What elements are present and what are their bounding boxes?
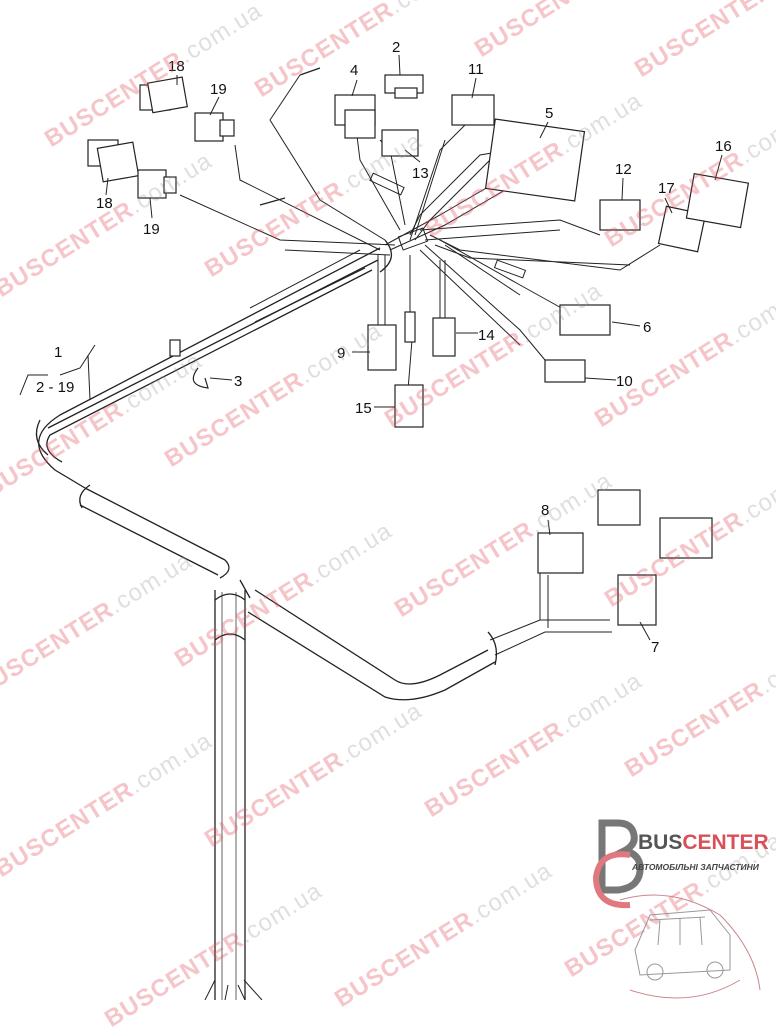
harness-diagram: 1 2 - 19 2 3 4 5 6 7 8 9 10 11 12 13 14 … bbox=[19, 39, 750, 1000]
callout-15: 15 bbox=[355, 400, 372, 417]
logo-b-mark-icon bbox=[592, 819, 644, 909]
logo-title: BUSCENTER bbox=[638, 831, 769, 854]
harness-main bbox=[35, 239, 612, 1000]
callout-17: 17 bbox=[658, 180, 675, 197]
harness-branches bbox=[179, 74, 661, 391]
callout-12: 12 bbox=[615, 161, 632, 178]
minibus-illustration-icon bbox=[619, 894, 761, 999]
callout-10: 10 bbox=[616, 373, 633, 390]
callout-14: 14 bbox=[478, 327, 495, 344]
callout-19b: 19 bbox=[143, 221, 160, 238]
callout-18a: 18 bbox=[168, 58, 185, 75]
callout-3: 3 bbox=[234, 373, 242, 390]
logo-subtitle: АВТОМОБІЛЬНІ ЗАПЧАСТИНИ bbox=[632, 862, 759, 872]
callout-7: 7 bbox=[651, 639, 659, 656]
buscenter-logo: BUSCENTER АВТОМОБІЛЬНІ ЗАПЧАСТИНИ bbox=[590, 815, 776, 1000]
callout-1: 1 bbox=[54, 344, 62, 361]
callout-2: 2 bbox=[392, 39, 400, 56]
callout-5: 5 bbox=[545, 105, 553, 122]
callout-8: 8 bbox=[541, 502, 549, 519]
connectors bbox=[87, 67, 750, 626]
callout-18b: 18 bbox=[96, 195, 113, 212]
callout-16: 16 bbox=[715, 138, 732, 155]
leader-lines bbox=[19, 54, 723, 641]
callout-11: 11 bbox=[468, 61, 484, 78]
callout-2-19: 2 - 19 bbox=[36, 379, 74, 396]
callout-9: 9 bbox=[337, 345, 345, 362]
callout-labels: 1 2 - 19 2 3 4 5 6 7 8 9 10 11 12 13 14 … bbox=[36, 39, 732, 656]
callout-19a: 19 bbox=[210, 81, 227, 98]
callout-6: 6 bbox=[643, 319, 651, 336]
callout-13: 13 bbox=[412, 165, 429, 182]
callout-4: 4 bbox=[350, 62, 358, 79]
